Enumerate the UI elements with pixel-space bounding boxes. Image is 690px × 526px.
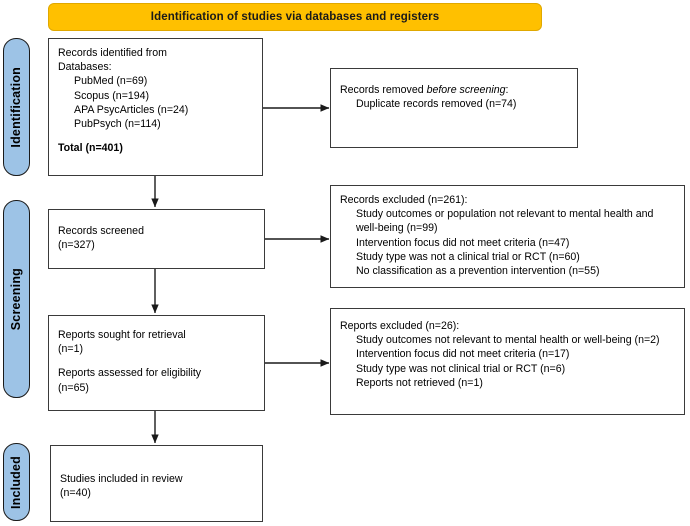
records-excluded-reason-1: Study outcomes or population not relevan… bbox=[356, 208, 654, 235]
box-studies-included: Studies included in review (n=40) bbox=[50, 445, 263, 522]
phase-bar-screening: Screening bbox=[3, 200, 30, 398]
records-identified-scopus: Scopus (n=194) bbox=[74, 89, 150, 102]
records-identified-pubpsych: PubPsych (n=114) bbox=[74, 118, 161, 131]
reports-sought-spacer bbox=[58, 356, 256, 366]
reports-assessed-label: Reports assessed for eligibility bbox=[58, 367, 202, 380]
records-screened-label: Records screened bbox=[58, 225, 144, 237]
reports-excluded-reason-2: Intervention focus did not meet criteria… bbox=[356, 348, 570, 361]
studies-included-count: (n=40) bbox=[60, 487, 91, 500]
records-removed-duplicates: Duplicate records removed (n=74) bbox=[356, 98, 517, 111]
reports-excluded-reason-4: Reports not retrieved (n=1) bbox=[356, 376, 483, 389]
box-reports-excluded: Reports excluded (n=26): Study outcomes … bbox=[330, 308, 685, 415]
phase-bar-included: Included bbox=[3, 443, 30, 521]
records-removed-heading: Records removed before screening: bbox=[340, 83, 569, 97]
box-records-excluded: Records excluded (n=261): Study outcomes… bbox=[330, 185, 685, 288]
records-removed-heading-a: Records removed bbox=[340, 84, 427, 96]
records-excluded-reason-3: Study type was not a clinical trial or R… bbox=[356, 250, 580, 263]
records-identified-line-1: Records identified from bbox=[58, 47, 167, 59]
records-identified-pubmed: PubMed (n=69) bbox=[74, 75, 148, 88]
reports-sought-label: Reports sought for retrieval bbox=[58, 329, 186, 341]
phase-label-screening: Screening bbox=[9, 267, 24, 331]
reports-assessed-count: (n=65) bbox=[58, 381, 89, 394]
records-identified-spacer bbox=[58, 131, 254, 141]
records-excluded-heading: Records excluded (n=261): bbox=[340, 194, 468, 206]
phase-bar-identification: Identification bbox=[3, 38, 30, 176]
phase-label-included: Included bbox=[9, 455, 24, 509]
records-identified-psycarticles: APA PsycArticles (n=24) bbox=[74, 103, 189, 116]
records-excluded-reason-2: Intervention focus did not meet criteria… bbox=[356, 236, 570, 249]
studies-included-label: Studies included in review bbox=[60, 473, 183, 485]
records-identified-total: Total (n=401) bbox=[58, 142, 123, 155]
box-records-identified: Records identified from Databases: PubMe… bbox=[48, 38, 263, 176]
records-screened-count: (n=327) bbox=[58, 239, 95, 252]
reports-sought-count: (n=1) bbox=[58, 343, 84, 356]
phase-label-identification: Identification bbox=[9, 66, 24, 148]
records-removed-heading-em: before screening bbox=[426, 84, 506, 96]
reports-excluded-reason-1: Study outcomes not relevant to mental he… bbox=[356, 334, 660, 347]
records-identified-line-2: Databases: bbox=[58, 61, 112, 74]
records-removed-heading-c: : bbox=[505, 84, 509, 96]
header-banner: Identification of studies via databases … bbox=[48, 3, 542, 31]
reports-excluded-heading: Reports excluded (n=26): bbox=[340, 320, 460, 332]
reports-excluded-reason-3: Study type was not clinical trial or RCT… bbox=[356, 362, 566, 375]
box-reports-sought: Reports sought for retrieval (n=1) Repor… bbox=[48, 315, 265, 411]
box-records-removed: Records removed before screening: Duplic… bbox=[330, 68, 578, 148]
records-excluded-reason-4: No classification as a prevention interv… bbox=[356, 265, 600, 278]
header-banner-title: Identification of studies via databases … bbox=[150, 11, 440, 23]
box-records-screened: Records screened (n=327) bbox=[48, 209, 265, 269]
